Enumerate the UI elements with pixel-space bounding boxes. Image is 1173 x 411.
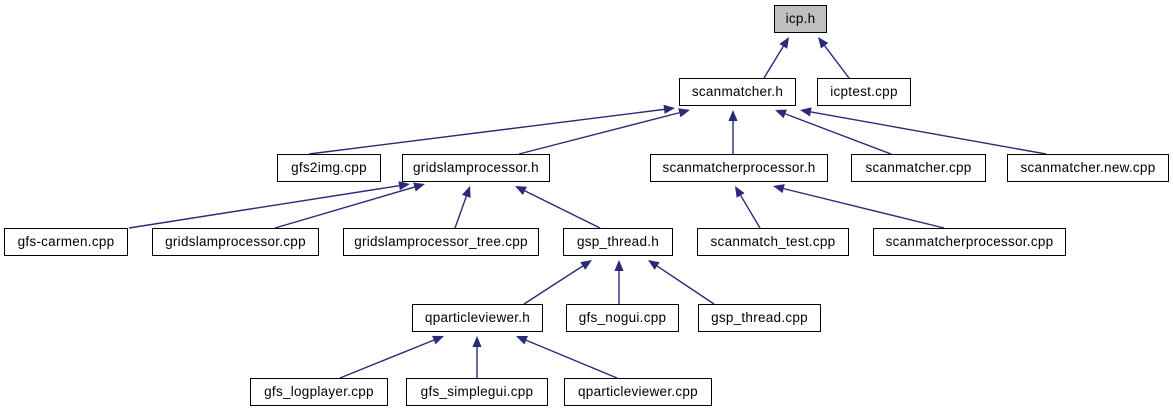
graph-edge bbox=[740, 195, 761, 229]
graph-node-label: scanmatch_test.cpp bbox=[710, 234, 836, 250]
graph-edge-arrowhead bbox=[398, 181, 410, 191]
graph-edge-arrowhead bbox=[413, 182, 425, 192]
graph-node-label: gfs_simplegui.cpp bbox=[420, 384, 534, 400]
graph-edge-arrowhead bbox=[818, 37, 829, 49]
graph-node-gridslamprocessor-h[interactable]: gridslamprocessor.h bbox=[402, 154, 550, 182]
graph-edge bbox=[824, 45, 850, 79]
graph-node-gsp-thread-h[interactable]: gsp_thread.h bbox=[563, 228, 673, 256]
graph-node-scanmatcherprocessor-h[interactable]: scanmatcherprocessor.h bbox=[650, 154, 828, 182]
graph-node-label: qparticleviewer.h bbox=[424, 310, 531, 326]
graph-node-qparticleviewer-h[interactable]: qparticleviewer.h bbox=[412, 304, 543, 332]
graph-edge-arrowhead bbox=[472, 336, 482, 347]
graph-edge bbox=[785, 113, 892, 155]
graph-node-label: gfs_nogui.cpp bbox=[578, 310, 667, 326]
graph-node-label: scanmatcher.h bbox=[691, 84, 784, 100]
graph-node-label: gridslamprocessor.cpp bbox=[165, 234, 306, 250]
graph-edge-arrowhead bbox=[728, 110, 738, 121]
graph-edge bbox=[524, 190, 601, 229]
graph-node-label: gfs_logplayer.cpp bbox=[264, 384, 374, 400]
graph-edge bbox=[810, 111, 1047, 155]
graph-node-gfs-carmen-cpp[interactable]: gfs-carmen.cpp bbox=[4, 228, 128, 256]
graph-node-label: scanmatcherprocessor.cpp bbox=[885, 234, 1054, 250]
graph-node-gfs-simplegui-cpp[interactable]: gfs_simplegui.cpp bbox=[406, 378, 548, 406]
graph-node-gfs2img-cpp[interactable]: gfs2img.cpp bbox=[277, 154, 381, 182]
graph-node-scanmatcher-cpp[interactable]: scanmatcher.cpp bbox=[851, 154, 986, 182]
graph-node-scanmatcherprocessor-cpp[interactable]: scanmatcherprocessor.cpp bbox=[873, 228, 1066, 256]
graph-edge-arrowhead bbox=[735, 186, 745, 198]
graph-node-gfs-logplayer-cpp[interactable]: gfs_logplayer.cpp bbox=[250, 378, 388, 406]
graph-node-label: gridslamprocessor_tree.cpp bbox=[354, 234, 528, 250]
graph-edge-arrowhead bbox=[432, 335, 444, 345]
graph-node-qparticleviewer-cpp[interactable]: qparticleviewer.cpp bbox=[564, 378, 712, 406]
graph-edge-arrowhead bbox=[515, 186, 527, 195]
graph-edge bbox=[339, 339, 435, 379]
graph-node-label: icp.h bbox=[785, 11, 816, 27]
graph-edge-arrowhead bbox=[648, 260, 660, 270]
graph-node-label: gfs2img.cpp bbox=[291, 160, 367, 176]
graph-edge-arrowhead bbox=[678, 108, 690, 118]
graph-node-scanmatcher-new-cpp[interactable]: scanmatcher.new.cpp bbox=[1007, 154, 1169, 182]
graph-edge-arrowhead bbox=[800, 107, 812, 117]
graph-edge-arrowhead bbox=[580, 260, 592, 270]
graph-node-icptest-cpp[interactable]: icptest.cpp bbox=[817, 78, 911, 106]
graph-node-label: gfs-carmen.cpp bbox=[17, 234, 115, 250]
graph-edge bbox=[656, 265, 715, 305]
graph-edge bbox=[523, 265, 584, 305]
graph-node-label: scanmatcher.cpp bbox=[865, 160, 972, 176]
graph-node-label: qparticleviewer.cpp bbox=[578, 384, 698, 400]
graph-edge bbox=[518, 112, 680, 155]
graph-edge-arrowhead bbox=[779, 37, 789, 49]
graph-node-icp: icp.h bbox=[774, 5, 827, 33]
graph-edge bbox=[128, 185, 400, 229]
graph-edge-arrowhead bbox=[773, 184, 785, 194]
graph-node-label: gsp_thread.cpp bbox=[711, 310, 808, 326]
graph-edge bbox=[274, 186, 415, 229]
graph-node-gfs-nogui-cpp[interactable]: gfs_nogui.cpp bbox=[566, 304, 679, 332]
graph-node-label: gridslamprocessor.h bbox=[413, 160, 539, 176]
graph-node-gsp-thread-cpp[interactable]: gsp_thread.cpp bbox=[698, 304, 821, 332]
graph-node-label: scanmatcher.new.cpp bbox=[1020, 160, 1156, 176]
graph-edge-arrowhead bbox=[461, 186, 471, 198]
graph-edge bbox=[308, 108, 665, 155]
graph-edge-arrowhead bbox=[775, 109, 787, 119]
graph-node-scanmatch-test-cpp[interactable]: scanmatch_test.cpp bbox=[697, 228, 849, 256]
graph-node-gridslamprocessor-tree[interactable]: gridslamprocessor_tree.cpp bbox=[343, 228, 539, 256]
graph-edge bbox=[783, 187, 945, 229]
graph-edge-arrowhead bbox=[614, 260, 624, 271]
graph-edge-arrowhead bbox=[663, 104, 675, 114]
graph-node-scanmatcher-h[interactable]: scanmatcher.h bbox=[679, 78, 796, 106]
graph-edge-arrowhead bbox=[516, 335, 528, 345]
graph-node-gridslamprocessor-cpp[interactable]: gridslamprocessor.cpp bbox=[152, 228, 319, 256]
graph-edge bbox=[454, 196, 467, 229]
graph-edge bbox=[525, 339, 618, 379]
graph-node-label: icptest.cpp bbox=[830, 84, 898, 100]
graph-edge bbox=[763, 46, 784, 79]
graph-node-label: gsp_thread.h bbox=[576, 234, 660, 250]
graph-node-label: scanmatcherprocessor.h bbox=[662, 160, 816, 176]
